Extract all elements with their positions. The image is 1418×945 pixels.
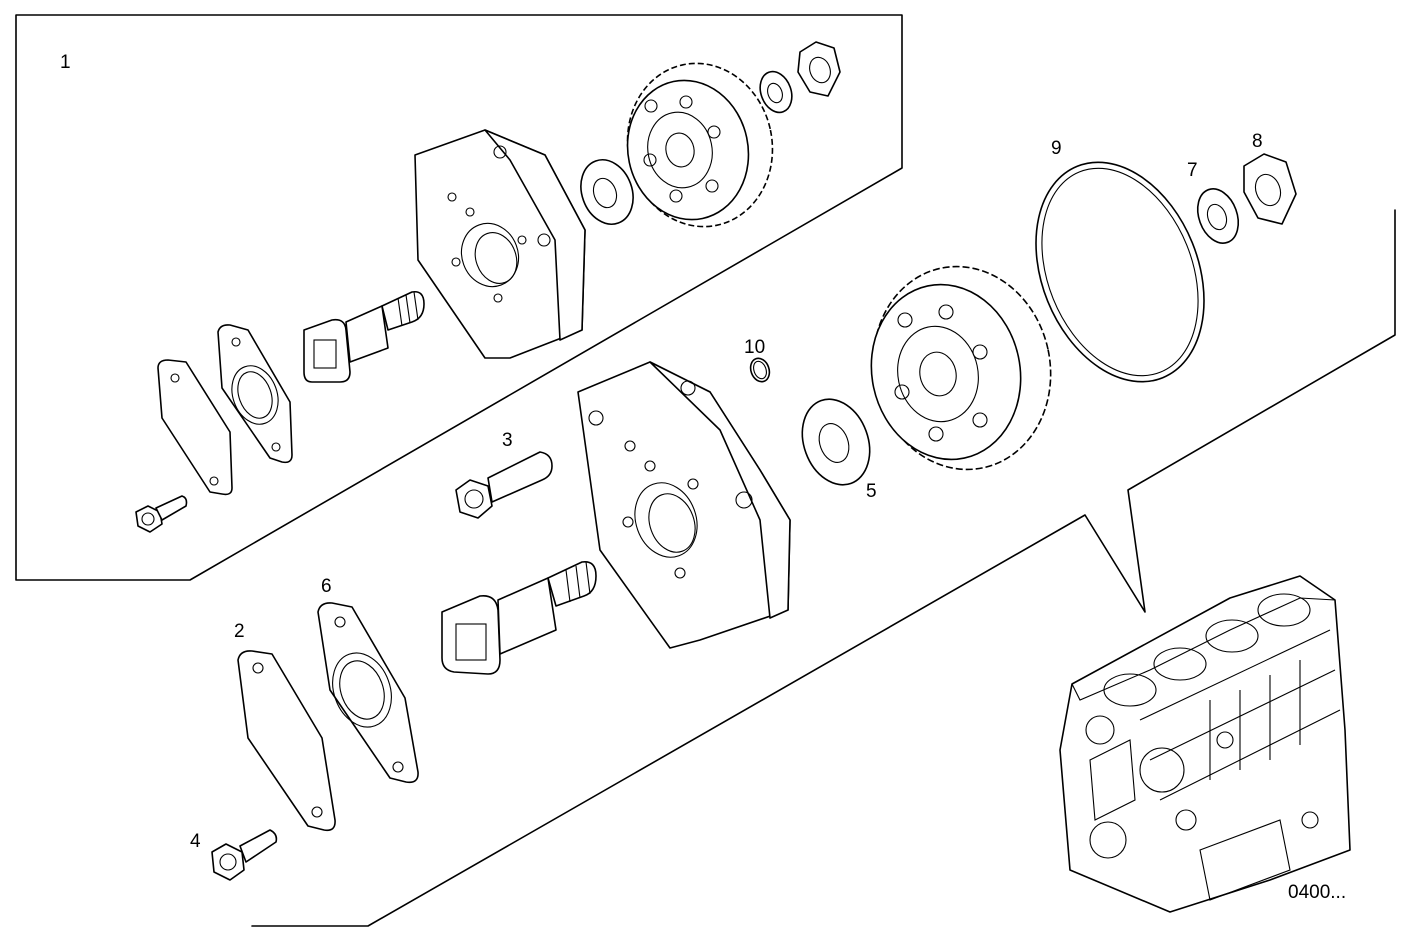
- pump-body: [577, 361, 791, 649]
- pump-shaft: [441, 560, 597, 675]
- callout-3: 3: [502, 430, 513, 451]
- hex-bolt: [455, 451, 553, 519]
- o-ring-small: [749, 357, 771, 383]
- kit-gasket-plain: [157, 359, 233, 496]
- callout-4: 4: [190, 831, 201, 852]
- gear-nut: [1243, 153, 1297, 225]
- kit-gasket-seal: [217, 324, 293, 464]
- detail-callout-frame: [251, 209, 1396, 927]
- kit-pump-body: [414, 129, 586, 359]
- gasket-plate: [237, 650, 336, 832]
- callout-6: 6: [321, 576, 332, 597]
- kit-lock-washer: [759, 70, 793, 114]
- kit-pump-shaft: [303, 290, 425, 383]
- thrust-washer: [801, 398, 871, 486]
- callout-2: 2: [234, 621, 245, 642]
- drive-gear: [870, 265, 1052, 471]
- seal-gasket: [317, 602, 419, 784]
- o-ring-large: [1035, 161, 1205, 383]
- lock-washer: [1196, 188, 1240, 244]
- callout-10: 10: [744, 337, 765, 358]
- callout-8: 8: [1252, 131, 1263, 152]
- engine-block-thumbnail: [1059, 575, 1351, 913]
- kit-drive-gear: [626, 62, 774, 228]
- callout-1: 1: [60, 52, 71, 73]
- kit-nut: [797, 41, 841, 97]
- kit-boundary-box: [15, 14, 903, 581]
- callout-9: 9: [1051, 138, 1062, 159]
- callout-7: 7: [1187, 160, 1198, 181]
- flange-bolt: [211, 829, 278, 881]
- kit-bolt: [135, 495, 188, 533]
- reference-code: 0400...: [1288, 882, 1346, 903]
- kit-thrust-washer: [580, 159, 634, 225]
- callout-5: 5: [866, 481, 877, 502]
